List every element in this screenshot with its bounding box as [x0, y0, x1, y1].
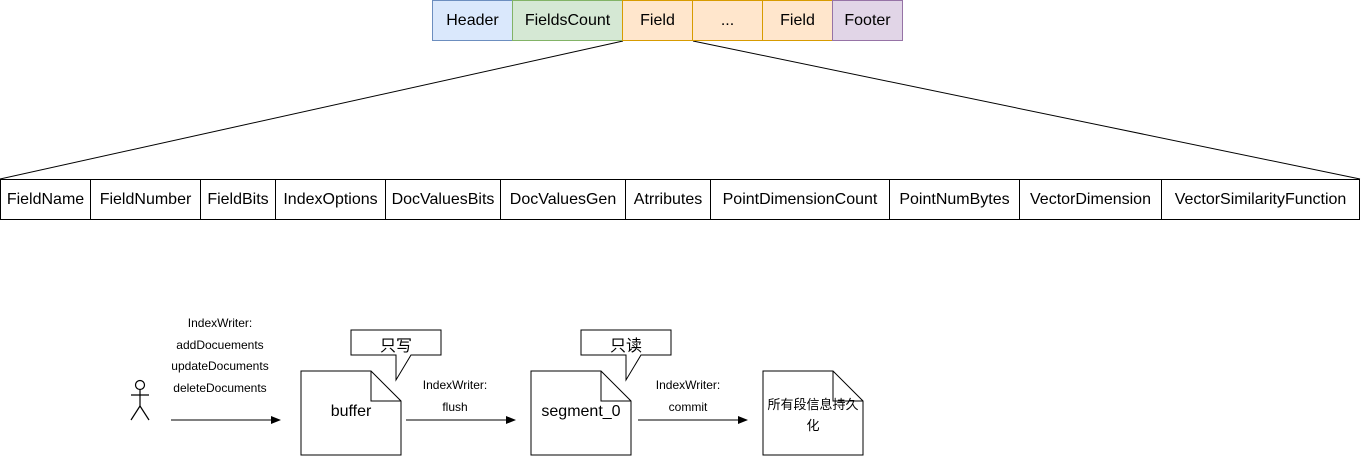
flush-label-line-2: flush: [442, 399, 468, 414]
buffer-callout-label: 只写: [379, 338, 412, 355]
field-attr-point-num-bytes: PointNumBytes: [889, 179, 1020, 220]
buffer-doc-fold: [370, 371, 401, 402]
flush-label-line-1: IndexWriter:: [422, 378, 488, 392]
commit-label-line-2: commit: [668, 399, 708, 414]
field-detail-row: FieldName FieldNumber FieldBits IndexOpt…: [0, 179, 1360, 220]
writer-ops-label: IndexWriter: addDocuements updateDocumen…: [150, 313, 290, 399]
field-attr-attributes: Atrributes: [625, 179, 711, 220]
header-cell: Header: [432, 0, 513, 41]
field-attr-index-options: IndexOptions: [275, 179, 386, 220]
field-attr-field-bits: FieldBits: [200, 179, 276, 220]
field-attr-vector-dimension: VectorDimension: [1019, 179, 1162, 220]
field-attr-field-number: FieldNumber: [90, 179, 201, 220]
buffer-doc-shape: [300, 370, 402, 456]
segment-doc-shape: [530, 370, 632, 456]
segment-doc-fold: [600, 371, 631, 402]
fields-count-cell: FieldsCount: [512, 0, 623, 41]
writer-ops-line-2: addDocuements: [176, 337, 264, 352]
expand-line-left: [0, 40, 624, 180]
footer-cell: Footer: [832, 0, 903, 41]
segment-callout-label: 只读: [609, 338, 642, 355]
flush-label: IndexWriter: flush: [410, 375, 500, 418]
segment-callout-shape: [580, 329, 672, 382]
commit-label: IndexWriter: commit: [643, 375, 733, 418]
writer-ops-line-1: IndexWriter:: [187, 316, 253, 330]
field-attr-doc-values-gen: DocValuesGen: [500, 179, 626, 220]
buffer-callout-shape: [350, 329, 442, 382]
buffer-label: buffer: [330, 403, 372, 420]
persist-doc-fold: [832, 371, 863, 402]
field-attr-field-name: FieldName: [0, 179, 91, 220]
field-attr-vector-similarity-function: VectorSimilarityFunction: [1161, 179, 1360, 220]
writer-ops-line-4: deleteDocuments: [173, 380, 267, 395]
persist-label: 所有段信息持久化: [767, 397, 859, 433]
persist-doc-shape: [762, 370, 864, 456]
writer-ops-line-3: updateDocuments: [171, 359, 269, 373]
commit-label-line-1: IndexWriter:: [655, 378, 721, 392]
field-cell-first: Field: [622, 0, 693, 41]
ellipsis-cell: ...: [692, 0, 763, 41]
field-attr-point-dimension-count: PointDimensionCount: [710, 179, 890, 220]
field-cell-last: Field: [762, 0, 833, 41]
actor-icon: [130, 379, 150, 421]
field-attr-doc-values-bits: DocValuesBits: [385, 179, 501, 220]
segment-label: segment_0: [541, 403, 621, 420]
expand-line-right: [692, 40, 1361, 180]
